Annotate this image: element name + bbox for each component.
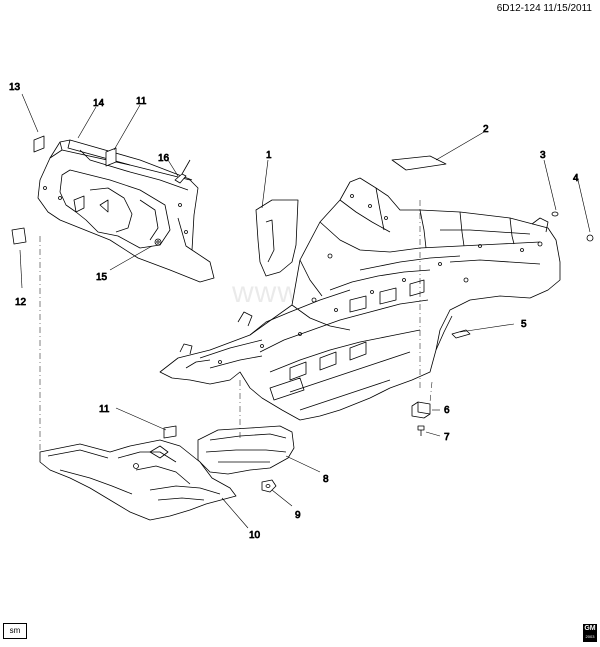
callout-12: 12 [15, 297, 27, 308]
callout-14: 14 [93, 98, 105, 109]
nut-part-9 [261, 479, 277, 493]
shim-part-12 [11, 227, 27, 245]
callout-3: 3 [540, 150, 546, 161]
plug-part-4 [586, 234, 594, 242]
bolt-part-7 [417, 425, 425, 436]
callout-11-upper: 11 [136, 96, 147, 107]
bracket-part-6 [411, 401, 431, 419]
callout-4: 4 [573, 173, 579, 184]
leader-lines [19, 93, 591, 529]
heat-shield-part-8 [197, 425, 295, 475]
callout-16: 16 [158, 153, 170, 164]
shim-part-13 [33, 135, 45, 153]
shim-part-11-lower [163, 425, 177, 439]
callout-1: 1 [266, 150, 272, 161]
callout-6: 6 [444, 405, 450, 416]
callout-13: 13 [9, 82, 21, 93]
shim-part-11-upper [105, 147, 117, 167]
callout-15: 15 [96, 272, 108, 283]
gm-logo-year: 2003 [585, 634, 595, 639]
sm-badge: sm [3, 623, 27, 639]
callout-10: 10 [249, 530, 261, 541]
insulator-part-1 [255, 199, 299, 277]
callout-5: 5 [521, 319, 527, 330]
plug-part-3 [551, 211, 559, 217]
dash-panel-part [37, 139, 215, 283]
callout-labels: 1 2 3 4 5 6 7 8 9 10 11 11 12 13 14 15 1… [9, 82, 580, 542]
patch-part-2 [391, 155, 447, 171]
callout-9: 9 [295, 510, 301, 521]
gm-logo-text: GM [584, 625, 596, 632]
callout-11-lower: 11 [99, 404, 110, 415]
alignment-guides [39, 200, 433, 450]
floor-pan-part [159, 177, 561, 421]
diagram-reference: 6D12-124 11/15/2011 [496, 3, 592, 14]
gm-logo: GM 2003 [583, 624, 597, 642]
callout-8: 8 [323, 474, 329, 485]
pin-part-16 [174, 159, 191, 184]
carpet-part-10 [39, 439, 237, 521]
callout-2: 2 [483, 124, 489, 135]
callout-7: 7 [444, 432, 450, 443]
patch-part-5 [451, 329, 471, 339]
